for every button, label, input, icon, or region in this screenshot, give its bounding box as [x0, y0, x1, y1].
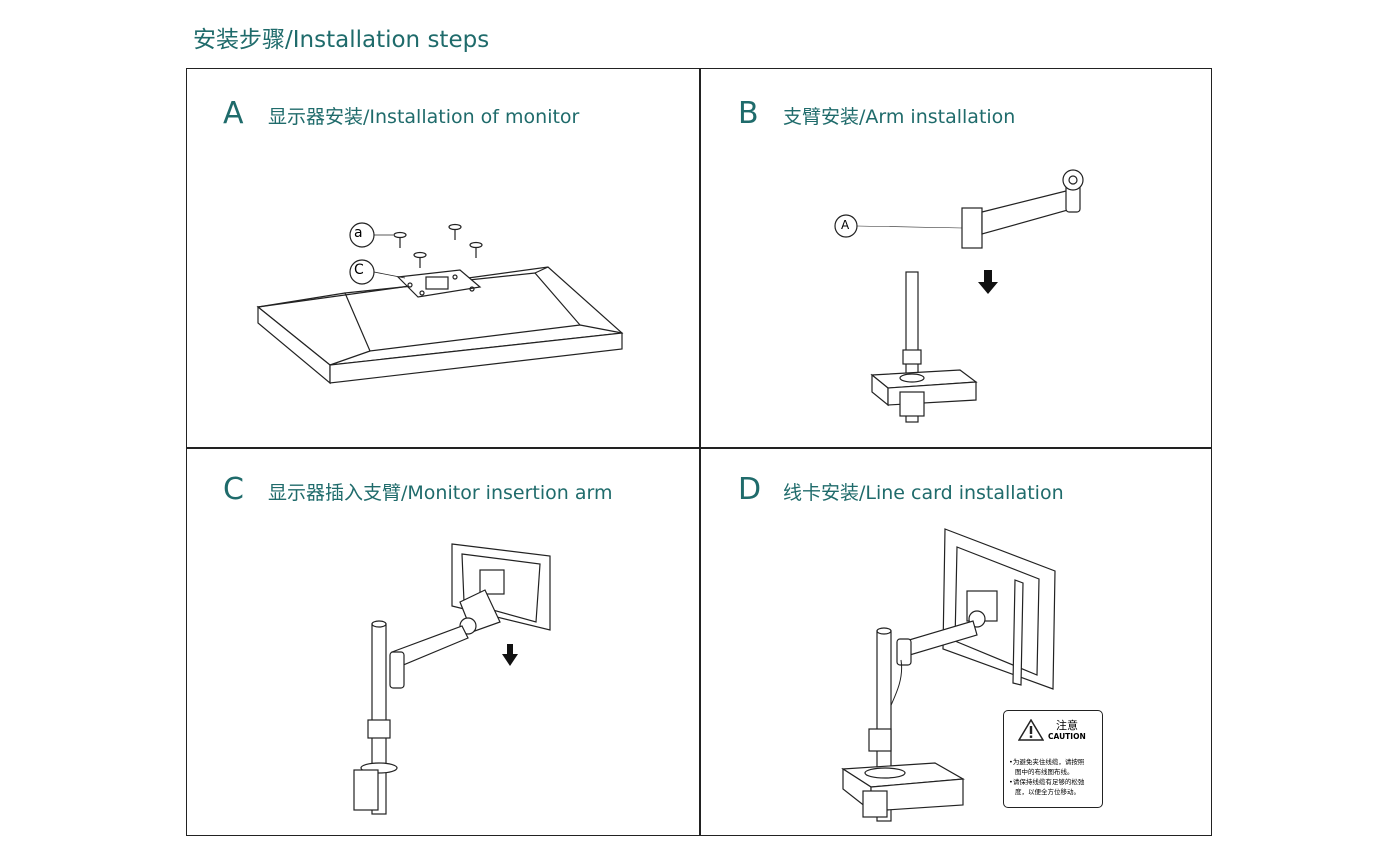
step-a-letter: A	[223, 96, 244, 131]
divider-vertical	[699, 69, 701, 835]
arm-installation-illustration: A	[830, 160, 1100, 430]
warning-icon	[1018, 719, 1044, 741]
caution-text: •为避免夹住线缆，请按照 图中的布线图布线。 •请保持线缆有足够的松弛 度，以便…	[1009, 757, 1101, 797]
step-c-letter: C	[223, 472, 244, 507]
caution-title-cn: 注意	[1056, 719, 1078, 732]
callout-c: C	[354, 262, 364, 278]
divider-horizontal	[187, 447, 1211, 449]
step-b-label: 支臂安装/Arm installation	[783, 106, 1016, 128]
step-a-heading: A 显示器安装/Installation of monitor	[223, 96, 579, 131]
caution-line-2: 图中的布线图布线。	[1015, 768, 1074, 776]
step-c-heading: C 显示器插入支臂/Monitor insertion arm	[223, 472, 612, 507]
caution-box: 注意 CAUTION •为避免夹住线缆，请按照 图中的布线图布线。 •请保持线缆…	[1003, 710, 1103, 808]
callout-a-upper: A	[841, 218, 850, 232]
step-d-heading: D 线卡安装/Line card installation	[738, 472, 1064, 507]
caution-line-1: •为避免夹住线缆，请按照	[1009, 758, 1085, 766]
caution-line-3: •请保持线缆有足够的松弛	[1009, 778, 1085, 786]
callout-a: a	[354, 225, 363, 241]
line-card-illustration: 注意 CAUTION •为避免夹住线缆，请按照 图中的布线图布线。 •请保持线缆…	[835, 525, 1103, 825]
step-b-letter: B	[738, 96, 759, 131]
step-c-label: 显示器插入支臂/Monitor insertion arm	[268, 482, 613, 504]
step-d-label: 线卡安装/Line card installation	[783, 482, 1064, 504]
monitor-insertion-illustration	[340, 540, 560, 820]
monitor-back-illustration: a C	[250, 215, 630, 395]
caution-title-en: CAUTION	[1048, 732, 1086, 741]
step-d-letter: D	[738, 472, 762, 507]
step-a-label: 显示器安装/Installation of monitor	[268, 106, 580, 128]
caution-line-4: 度，以便全方位移动。	[1015, 788, 1080, 796]
page-title: 安装步骤/Installation steps	[193, 27, 490, 53]
step-b-heading: B 支臂安装/Arm installation	[738, 96, 1015, 131]
steps-grid	[186, 68, 1212, 836]
